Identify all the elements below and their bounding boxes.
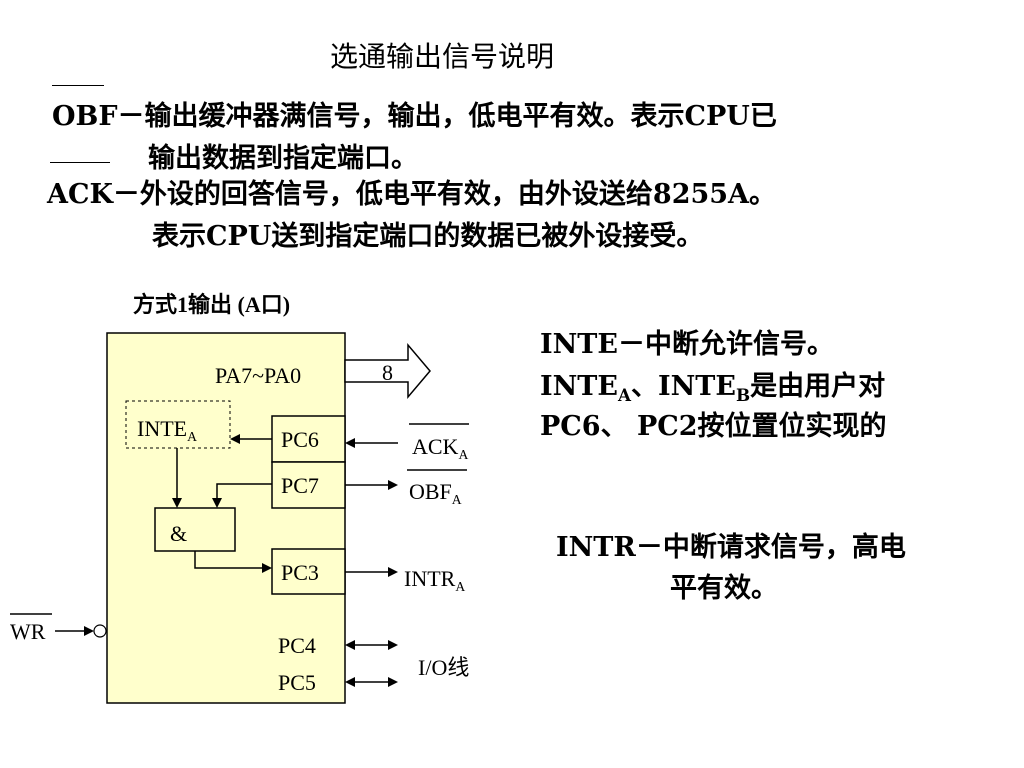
ack-input-arrowhead [345, 438, 355, 448]
wr-inversion-bubble [93, 624, 107, 638]
pc3-label: PC3 [281, 560, 319, 585]
wr-input-arrowhead [84, 626, 94, 636]
ack-term: ACK [47, 179, 113, 210]
intr-note-line2: 平有效。 [670, 573, 778, 604]
page-title: 选通输出信号说明 [330, 40, 555, 73]
pc5-label: PC5 [278, 670, 316, 695]
ack-description-line1: ACK－外设的回答信号，低电平有效，由外设送给8255A。 [47, 172, 776, 211]
obf-text: －输出缓冲器满信号，输出，低电平有效。表示CPU已 [117, 101, 777, 132]
pc6-box [271, 415, 346, 463]
bus-width-label: 8 [382, 360, 393, 385]
data-bus-arrow [344, 342, 431, 400]
intr-output-arrowhead [388, 567, 398, 577]
intr-a-label: INTRA [404, 566, 466, 594]
mode-label: 方式1输出 (A口) [133, 292, 291, 317]
pc5-io-right-arrowhead [388, 677, 398, 687]
inte-note-line1: INTE－中断允许信号。 [540, 329, 834, 360]
pc6-label: PC6 [281, 427, 319, 452]
port-label: PA7~PA0 [215, 363, 302, 388]
and-to-pc3-line [194, 551, 264, 569]
obf-overline [52, 85, 104, 86]
inte-note-line2: INTEA、INTEB是由用户对 [540, 371, 886, 405]
inte-to-and-arrowhead [172, 498, 182, 508]
inte-a-box [125, 400, 231, 449]
obf-term: OBF [52, 101, 118, 132]
obf-description-line1: OBF－输出缓冲器满信号，输出，低电平有效。表示CPU已 [52, 94, 777, 133]
and-gate-label: & [170, 521, 188, 546]
ack-description-line2: 表示CPU送到指定端口的数据已被外设接受。 [152, 221, 704, 252]
inte-a-label: INTEA [137, 416, 197, 444]
obf-output-arrowhead [388, 480, 398, 490]
ack-overline [50, 162, 110, 163]
obf-description-line2: 输出数据到指定端口。 [148, 143, 418, 174]
io-lines-label: I/O线 [418, 655, 470, 680]
intr-note-line1: INTR－中断请求信号，高电 [556, 532, 906, 563]
wr-label: WR [10, 619, 46, 644]
ack-a-label: ACKA [412, 434, 469, 462]
pc4-io-right-arrowhead [388, 640, 398, 650]
ack-text: －外设的回答信号，低电平有效，由外设送给8255A。 [112, 179, 777, 210]
pc5-io-left-arrowhead [345, 677, 355, 687]
and-gate-box [154, 507, 236, 552]
pc7-label: PC7 [281, 473, 319, 498]
obf-a-label: OBFA [409, 479, 462, 507]
pc6-to-inte-arrowhead [230, 434, 240, 444]
pc4-label: PC4 [278, 633, 316, 658]
pc4-io-left-arrowhead [345, 640, 355, 650]
pc7-box [271, 461, 346, 509]
pc7-to-and-arrowhead [212, 498, 222, 508]
and-to-pc3-arrowhead [262, 563, 272, 573]
pc7-to-and-line [216, 483, 272, 500]
inte-note-line3: PC6、 PC2按位置位实现的 [540, 411, 887, 442]
